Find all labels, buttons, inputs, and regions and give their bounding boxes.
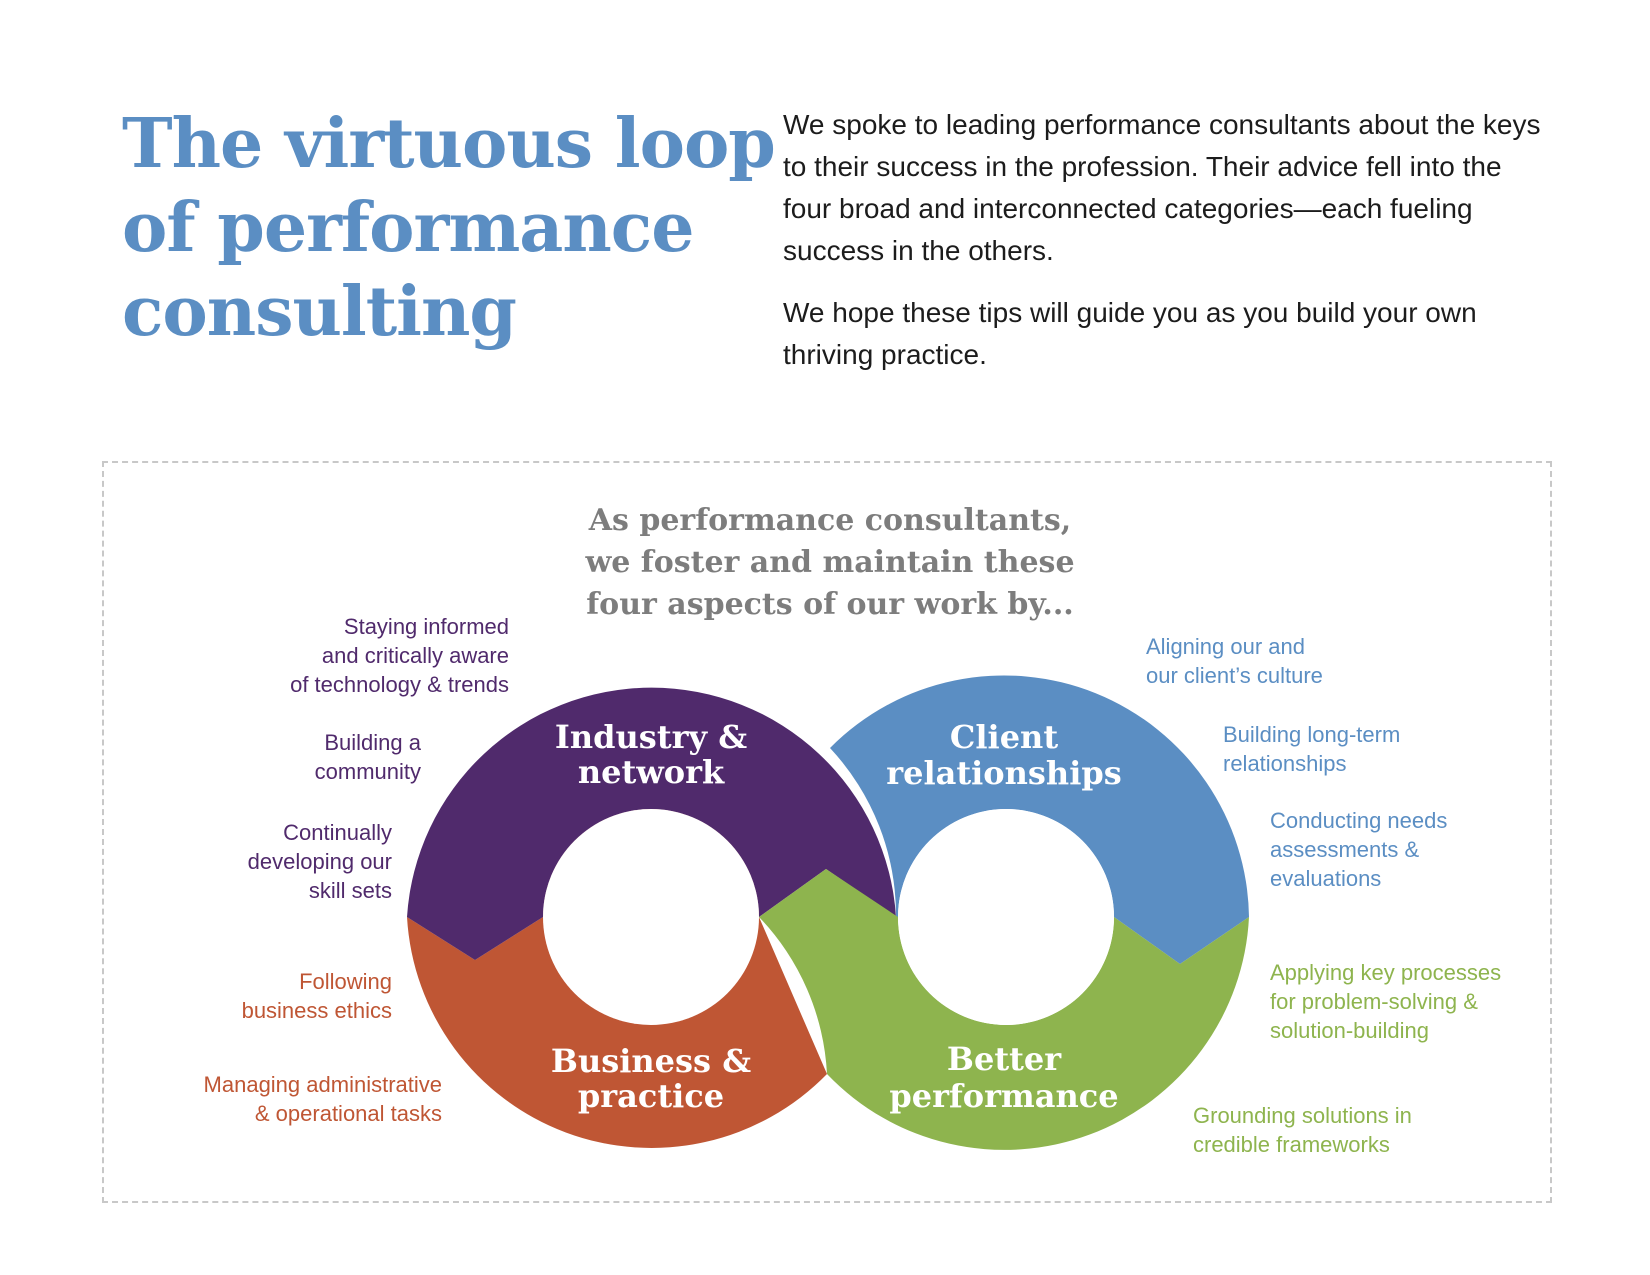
tip-line: Building a [324,730,421,755]
tip-client: Aligning our and our client’s culture [1146,632,1323,690]
tip-line: Conducting needs [1270,808,1448,833]
intro-paragraph: We hope these tips will guide you as you… [783,297,1477,370]
left-ring-hole [543,809,759,1025]
title-line: of performance [122,188,694,268]
segment-label-business: Business & [551,1042,751,1080]
tip-line: business ethics [241,998,392,1023]
lead-line: we foster and maintain these [585,545,1075,580]
tip-line: Grounding solutions in [1193,1103,1412,1128]
tip-line: Continually [283,820,392,845]
lead-line: As performance consultants, [588,503,1072,538]
tip-client: Building long-term relationships [1223,720,1400,778]
tip-line: evaluations [1270,866,1382,891]
segment-label-client: relationships [886,754,1121,792]
tip-line: our client’s culture [1146,663,1323,688]
segment-label-business: practice [578,1077,724,1115]
page-title: The virtuous loop of performance consult… [122,102,776,354]
tip-line: Building long-term [1223,722,1401,747]
segment-label-client: Client [950,718,1058,756]
tip-line: of technology & trends [290,672,509,697]
tip-performance: Applying key processes for problem-solvi… [1270,958,1501,1045]
right-ring-hole [898,809,1114,1025]
lead-line: four aspects of our work by... [586,587,1074,622]
tip-line: and critically aware [321,643,509,668]
tip-line: credible frameworks [1193,1132,1390,1157]
segment-industry-network [407,687,896,960]
intro-paragraph: We spoke to leading performance consulta… [783,109,1541,266]
segment-label-industry: Industry & [555,718,747,756]
diagram-lead-text: As performance consultants, we foster an… [540,500,1120,626]
tip-line: community [314,759,421,784]
segment-client-relationships [830,675,1249,964]
segment-better-performance [759,869,1249,1150]
tip-line: solution-building [1270,1018,1429,1043]
tip-line: assessments & [1270,837,1420,862]
tip-business: Managing administrative & operational ta… [204,1070,442,1128]
tip-line: developing our [247,849,392,874]
title-line: The virtuous loop [122,104,776,184]
tip-industry: Continually developing our skill sets [248,818,392,905]
diagram-frame [102,461,1552,1203]
title-line: consulting [122,272,517,352]
segment-label-performance: performance [889,1077,1118,1115]
intro-text: We spoke to leading performance consulta… [783,104,1553,396]
tip-industry: Staying informed and critically aware of… [290,612,509,699]
segment-label-performance: Better [947,1040,1062,1078]
tip-business: Following business ethics [242,967,392,1025]
tip-line: for problem-solving & [1270,989,1478,1014]
tip-line: & operational tasks [254,1101,442,1126]
tip-line: Following [299,969,392,994]
tip-line: skill sets [308,878,392,903]
tip-line: Aligning our and [1146,634,1306,659]
tip-line: Staying informed [343,614,509,639]
tip-performance: Grounding solutions in credible framewor… [1193,1101,1412,1159]
tip-line: Managing administrative [203,1072,442,1097]
tip-line: Applying key processes [1270,960,1502,985]
tip-line: relationships [1223,751,1347,776]
tip-client: Conducting needs assessments & evaluatio… [1270,806,1447,893]
segment-label-industry: network [578,753,725,791]
tip-industry: Building a community [315,728,421,786]
